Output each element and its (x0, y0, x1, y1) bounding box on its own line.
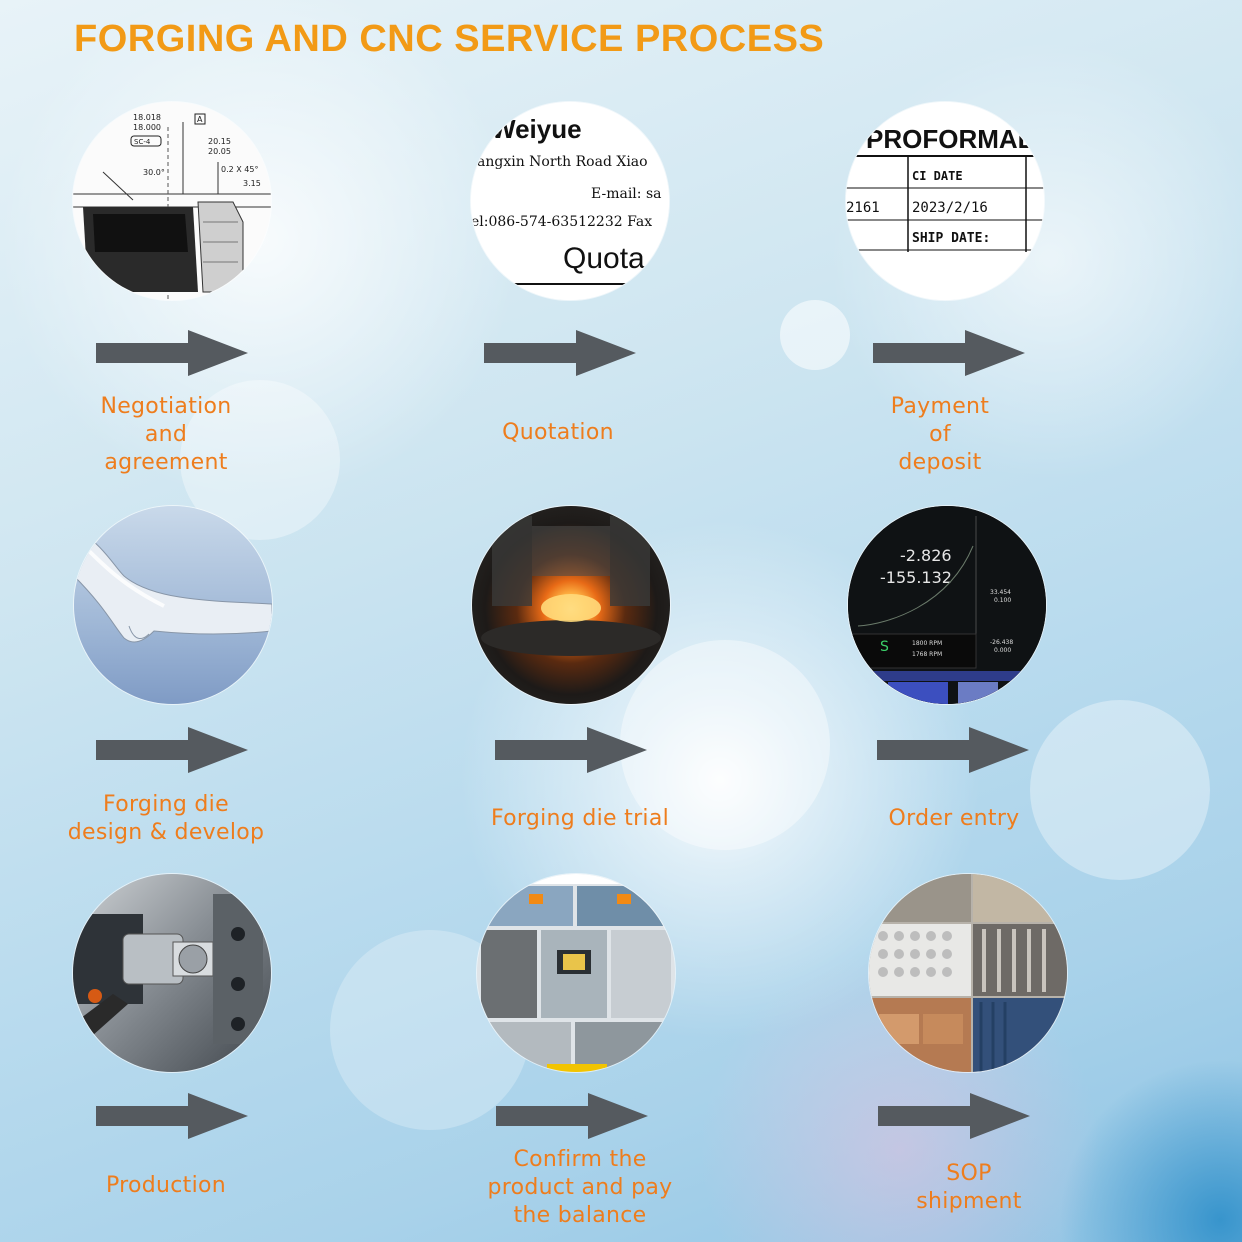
quote-phone: el:086-574-63512232 Fax (471, 214, 652, 230)
page-title: FORGING AND CNC SERVICE PROCESS (74, 18, 825, 60)
step-label-production: Production (105, 1173, 227, 1198)
arrow-right-icon (496, 1093, 648, 1139)
svg-text:0.000: 0.000 (994, 647, 1011, 654)
invoice-date: 2023/2/16 (912, 200, 988, 216)
svg-text:33.454: 33.454 (990, 589, 1011, 596)
quality-inspection-collage-photo (477, 874, 675, 1072)
step-label-order-entry: Order entry (888, 806, 1020, 831)
cnc-lathe-photo (73, 874, 271, 1072)
drawing-datum: A (197, 115, 203, 124)
drawing-dim-text: 18.018 (133, 113, 161, 122)
invoice-date-label: CI DATE (912, 169, 963, 183)
drawing-dim-text: 18.000 (133, 123, 161, 132)
step-label-quotation: Quotation (502, 420, 614, 445)
packing-shipment-collage-photo (869, 874, 1067, 1072)
cnc-control-screen-photo: -2.826 -155.132 33.454 0.100 -26.438 0.0… (848, 506, 1046, 704)
drawing-dim-text: 20.05 (208, 147, 231, 156)
cnc-x-value: -2.826 (900, 546, 952, 565)
arrow-right-icon (96, 1093, 248, 1139)
invoice-ship-label: SHIP DATE: (912, 231, 990, 246)
svg-text:-26.438: -26.438 (990, 639, 1013, 646)
background-bokeh (1030, 700, 1210, 880)
arrow-right-icon (96, 727, 248, 773)
proforma-invoice-photo: PROFORMAL IN CI DATE 2161 2023/2/16 SHIP… (846, 102, 1044, 300)
invoice-number: 2161 (846, 200, 880, 216)
arrow-right-icon (878, 1093, 1030, 1139)
quotation-document-photo: Weiyue angxin North Road Xiao E-mail: sa… (471, 102, 669, 300)
arrow-right-icon (495, 727, 647, 773)
technical-drawing-photo: 18.018 18.000 20.15 20.05 30.0° 0.2 X 45… (73, 102, 271, 300)
svg-text:1768 RPM: 1768 RPM (912, 651, 942, 658)
background-bokeh (780, 300, 850, 370)
invoice-heading: PROFORMAL IN (866, 124, 1044, 154)
svg-text:0.100: 0.100 (994, 597, 1011, 604)
step-label-die-trial: Forging die trial (490, 806, 670, 831)
arrow-right-icon (96, 330, 248, 376)
quote-email: E-mail: sa (591, 186, 662, 202)
die-design-photo (74, 506, 272, 704)
cnc-s-label: S (880, 639, 889, 655)
arrow-right-icon (877, 727, 1029, 773)
quote-address: angxin North Road Xiao (477, 154, 648, 170)
svg-text:1800 RPM: 1800 RPM (912, 640, 942, 647)
quote-heading: Quota (563, 242, 645, 275)
hot-forging-photo (472, 506, 670, 704)
quote-company: Weiyue (491, 114, 582, 144)
arrow-right-icon (873, 330, 1025, 376)
drawing-dim-text: 3.15 (243, 179, 261, 188)
drawing-dim-text: 30.0° (143, 168, 165, 177)
cnc-z-value: -155.132 (880, 568, 952, 587)
arrow-right-icon (484, 330, 636, 376)
drawing-dim-text: 0.2 X 45° (221, 165, 258, 174)
drawing-dim-text: 20.15 (208, 137, 231, 146)
drawing-callout: SC-4 (134, 138, 151, 146)
